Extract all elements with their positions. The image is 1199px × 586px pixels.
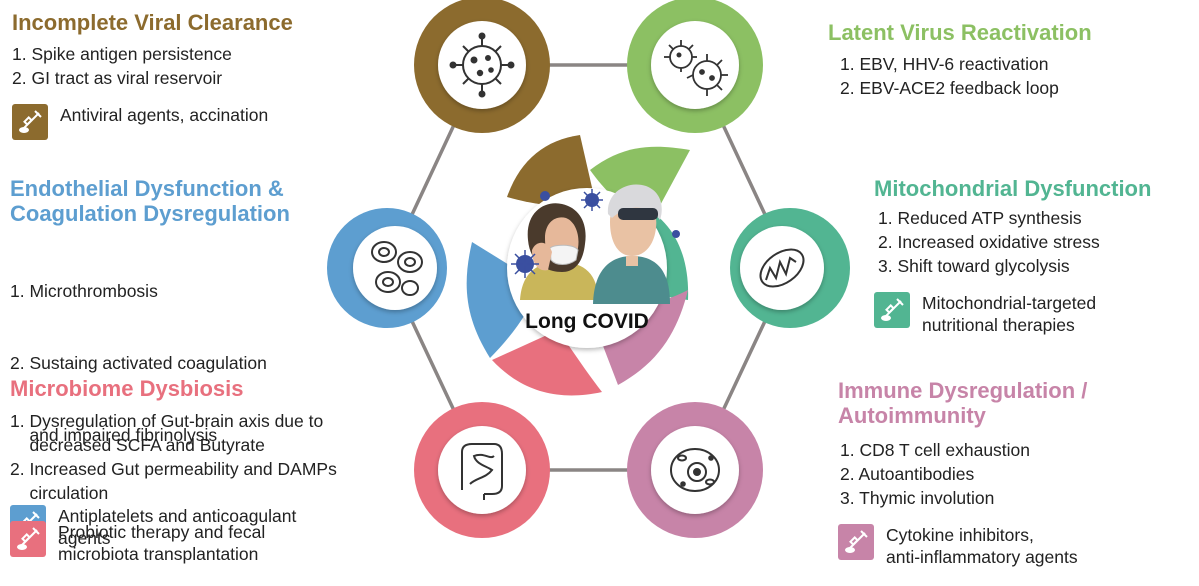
list-item: 1. EBV, HHV-6 reactivation	[840, 54, 1049, 74]
point-list: 1. CD8 T cell exhaustion 2. Autoantibodi…	[840, 438, 1087, 510]
point-list: 1. EBV, HHV-6 reactivation 2. EBV-ACE2 f…	[840, 52, 1092, 100]
section-title-line-2: Coagulation Dysregulation	[10, 201, 290, 226]
list-item: 1. Microthrombosis	[10, 281, 158, 301]
list-item: and impaired fibrinolysis	[10, 425, 218, 445]
ring-microbiome	[414, 402, 550, 538]
ring-viral	[414, 0, 550, 133]
section-title-line-1: Immune Dysregulation /	[838, 378, 1088, 403]
therapy-row: Mitochondrial-targeted nutritional thera…	[874, 292, 1151, 336]
list-item: 1. Reduced ATP synthesis	[878, 208, 1082, 228]
therapy-text: Cytokine inhibitors, anti-inflammatory a…	[886, 525, 1078, 567]
therapy-text: Antiviral agents, accination	[60, 105, 269, 125]
list-item: 3. Thymic involution	[840, 488, 995, 508]
ring-mito	[730, 208, 850, 328]
point-list: 1. Spike antigen persistence 2. GI tract…	[12, 42, 293, 90]
section-title: Incomplete Viral Clearance	[12, 10, 293, 35]
ring-endothelial	[327, 208, 447, 328]
list-item: 1. CD8 T cell exhaustion	[840, 440, 1031, 460]
petal-viral	[507, 135, 596, 207]
point-list: 1. Microthrombosis 2. Sustaing activated…	[10, 231, 296, 495]
list-item: 2. EBV-ACE2 feedback loop	[840, 78, 1059, 98]
section-mito: Mitochondrial Dysfunction 1. Reduced ATP…	[874, 176, 1151, 336]
petal-endothelial	[466, 242, 540, 358]
list-item: 2. GI tract as viral reservoir	[12, 68, 223, 88]
syringe-pill-icon	[838, 524, 874, 560]
syringe-pill-icon	[12, 104, 48, 140]
section-endothelial: Endothelial Dysfunction & Coagulation Dy…	[10, 176, 296, 549]
list-item: 1. Spike antigen persistence	[12, 44, 232, 64]
section-viral: Incomplete Viral Clearance 1. Spike anti…	[12, 10, 293, 140]
list-item: 3. Shift toward glycolysis	[878, 256, 1070, 276]
intestine-icon	[461, 443, 503, 500]
point-list: 1. Dysregulation of Gut-brain axis due t…	[10, 409, 337, 505]
therapy-row: Probiotic therapy and fecal microbiota t…	[10, 521, 337, 565]
section-immune: Immune Dysregulation / Autoimmunity 1. C…	[838, 378, 1087, 568]
patients-illustration	[511, 184, 680, 304]
section-latent: Latent Virus Reactivation 1. EBV, HHV-6 …	[828, 20, 1092, 100]
petal-microbiome	[492, 330, 602, 396]
center-label: Long COVID	[525, 310, 649, 333]
therapy-text: Probiotic therapy and fecal microbiota t…	[58, 522, 266, 564]
syringe-pill-icon	[10, 521, 46, 557]
list-item: 1. Dysregulation of Gut-brain axis due t…	[10, 411, 324, 431]
point-list: 1. Reduced ATP synthesis 2. Increased ox…	[878, 206, 1151, 278]
list-item: 2. Sustaing activated coagulation	[10, 353, 267, 373]
section-title-line-1: Endothelial Dysfunction &	[10, 176, 284, 201]
ring-latent	[627, 0, 763, 133]
list-item: 2. Autoantibodies	[840, 464, 975, 484]
viruses-icon	[664, 40, 728, 96]
section-title: Microbiome Dysbiosis	[10, 376, 244, 401]
section-microbiome: Microbiome Dysbiosis 1. Dysregulation of…	[10, 376, 337, 565]
cell-icon	[670, 448, 720, 492]
section-title-line-2: Autoimmunity	[838, 403, 986, 428]
list-item: circulation	[10, 483, 109, 503]
section-title: Latent Virus Reactivation	[828, 20, 1092, 45]
therapy-row: Cytokine inhibitors, anti-inflammatory a…	[838, 524, 1087, 568]
syringe-pill-icon	[874, 292, 910, 328]
section-title: Mitochondrial Dysfunction	[874, 176, 1152, 201]
virus-icon	[449, 32, 515, 98]
list-item: 2. Increased oxidative stress	[878, 232, 1100, 252]
blood-cells-icon	[371, 241, 423, 296]
list-item: 2. Increased Gut permeability and DAMPs	[10, 459, 337, 479]
therapy-text: Antiplatelets and anticoagulant agents	[58, 506, 297, 548]
therapy-text: Mitochondrial-targeted nutritional thera…	[922, 293, 1097, 335]
mitochondria-icon	[759, 248, 805, 288]
therapy-row: Antiviral agents, accination	[12, 104, 293, 140]
list-item: decreased SCFA and Butyrate	[10, 435, 265, 455]
